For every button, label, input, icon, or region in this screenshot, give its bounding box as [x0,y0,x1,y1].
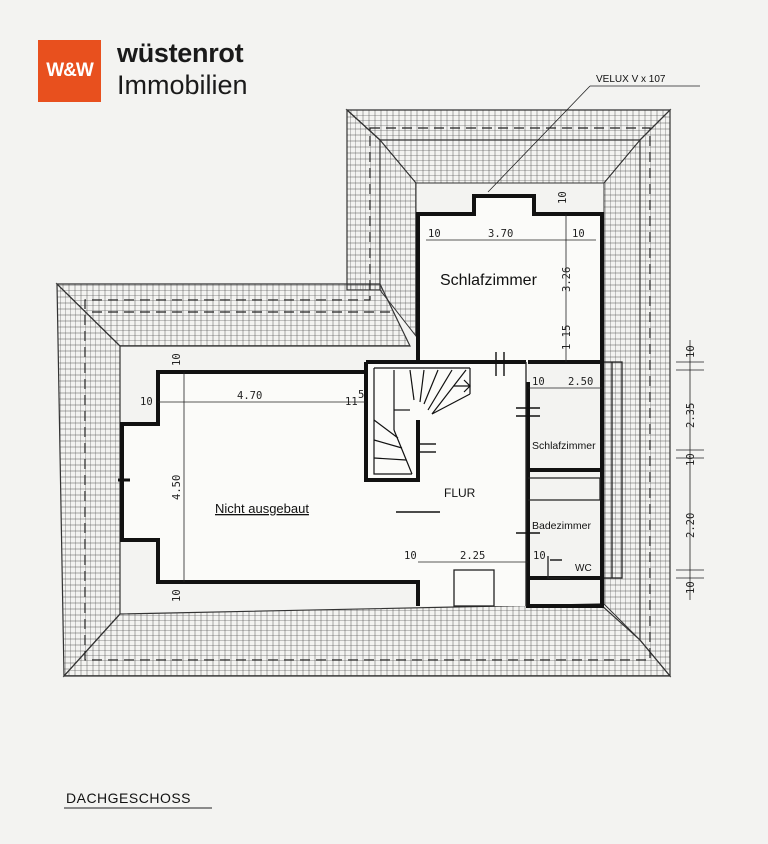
thin-walls [453,361,623,607]
dim-right-width: 2.50 [568,376,593,388]
dim-right-v-235: 2.35 [685,403,697,428]
dim-left-115: 11 [345,396,358,408]
dim-left-bottom-10: 10 [171,589,183,602]
dim-right-v-10a: 10 [685,345,697,358]
room-label-nicht-ausgebaut: Nicht ausgebaut [215,501,309,516]
room-label-schlafzimmer: Schlafzimmer [440,272,538,289]
logo-mark-text: W&W [46,60,94,81]
walls [120,194,604,608]
velux-note: VELUX V x 107 [596,74,666,85]
room-label-badezimmer: Badezimmer [532,520,591,532]
dim-bed-bottom: 1 15 [561,325,573,350]
dim-left-width: 4.70 [237,390,262,402]
dim-bed-height: 3.26 [561,267,573,292]
dim-flur-right-10: 10 [533,550,546,562]
company-logo: W&W wüstenrot Immobilien [38,38,273,104]
dim-top-right-10: 10 [572,228,585,240]
brand-name: wüstenrot [117,38,244,68]
room-label-flur: FLUR [444,486,476,500]
room-label-wc: WC [575,563,592,574]
dim-top-left-10: 10 [428,228,441,240]
dim-flur-left-10: 10 [404,550,417,562]
room-label-schlafzimmer-small: Schlafzimmer [532,440,596,452]
dim-left-top-10: 10 [171,353,183,366]
roof-eaves [55,108,672,678]
logo-mark: W&W [38,40,101,102]
brand-subtitle: Immobilien [117,70,248,100]
interior [122,196,602,606]
floor-label: DACHGESCHOSS [66,790,191,806]
dim-right-v-10c: 10 [685,581,697,594]
dim-right-v-10b: 10 [685,453,697,466]
dim-top-vertical-10: 10 [557,191,569,204]
dim-left-left-10: 10 [140,396,153,408]
dim-left-height: 4.50 [171,475,183,500]
door-markers [118,352,562,561]
dim-top-width: 3.70 [488,228,513,240]
dim-right-10: 10 [532,376,545,388]
dim-right-v-220: 2.20 [685,513,697,538]
staircase [373,367,471,475]
dim-flur-width: 2.25 [460,550,485,562]
dimension-lines [158,85,704,600]
dim-left-115-sup: 5 [358,389,364,401]
